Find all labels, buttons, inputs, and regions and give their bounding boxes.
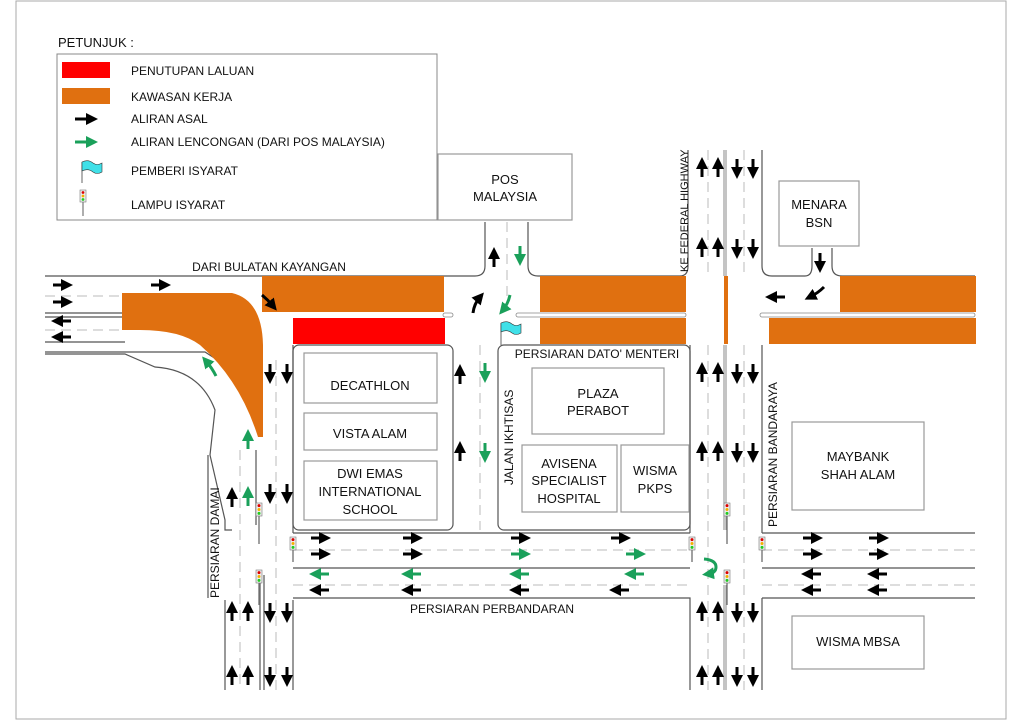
svg-text:DECATHLON: DECATHLON <box>330 378 409 393</box>
road-labels: DARI BULATAN KAYANGAN KE FEDERAL HIGHWAY… <box>192 149 780 616</box>
svg-text:MENARA: MENARA <box>791 197 847 212</box>
building-avisena: AVISENA SPECIALIST HOSPITAL <box>521 444 618 513</box>
work-zone <box>840 276 976 312</box>
flow-arrows <box>51 157 889 687</box>
traffic-light-icon <box>289 536 297 562</box>
svg-text:DWI EMAS: DWI EMAS <box>337 466 403 481</box>
svg-text:MAYBANK: MAYBANK <box>827 449 890 464</box>
buildings: POS MALAYSIA MENARA BSN DECATHLON VISTA … <box>292 153 925 670</box>
svg-text:WISMA: WISMA <box>633 463 677 478</box>
turn-arrow-icon <box>471 292 484 314</box>
legend-label: PEMBERI ISYARAT <box>131 164 239 178</box>
legend-label: KAWASAN KERJA <box>131 90 232 104</box>
svg-text:VISTA ALAM: VISTA ALAM <box>333 426 407 441</box>
road-label-bulatan-kayangan: DARI BULATAN KAYANGAN <box>192 260 346 274</box>
turn-arrow-icon <box>202 356 218 377</box>
legend-label: ALIRAN ASAL <box>131 112 208 126</box>
building-vista-alam: VISTA ALAM <box>303 412 438 451</box>
flag-icon <box>500 321 522 345</box>
page-border <box>15 0 1007 720</box>
building-decathlon: DECATHLON <box>303 352 438 404</box>
work-zone <box>122 293 263 437</box>
building-menara-bsn: MENARA BSN <box>778 180 860 247</box>
work-zone <box>540 318 686 344</box>
traffic-light-icon <box>758 536 766 562</box>
road-label-persiaran-perbandaran: PERSIARAN PERBANDARAN <box>410 602 574 616</box>
work-zone <box>540 276 686 312</box>
road-network <box>45 150 976 690</box>
building-wisma-pkps: WISMA PKPS <box>620 444 690 513</box>
u-turn-arrow-icon <box>702 557 718 580</box>
svg-text:SPECIALIST: SPECIALIST <box>531 473 606 488</box>
road-label-persiaran-bandaraya: PERSIARAN BANDARAYA <box>766 382 780 527</box>
road-label-persiaran-damai: PERSIARAN DAMAI <box>208 487 222 598</box>
svg-text:SHAH ALAM: SHAH ALAM <box>821 467 895 482</box>
svg-text:INTERNATIONAL: INTERNATIONAL <box>318 484 421 499</box>
work-zones <box>122 276 976 437</box>
legend-work-swatch <box>62 88 110 104</box>
work-zone <box>724 276 728 344</box>
building-pos-malaysia: POS MALAYSIA <box>437 153 573 221</box>
road-label-federal-highway: KE FEDERAL HIGHWAY <box>679 149 691 272</box>
legend-closure-swatch <box>62 62 110 78</box>
legend-label: PENUTUPAN LALUAN <box>131 64 254 78</box>
work-zone <box>262 276 444 312</box>
traffic-light-icon <box>723 569 731 605</box>
svg-text:BSN: BSN <box>806 215 833 230</box>
traffic-light-icon <box>79 189 87 216</box>
traffic-light-icon <box>688 536 696 562</box>
road-closure <box>293 318 445 344</box>
svg-text:SCHOOL: SCHOOL <box>343 502 398 517</box>
turn-arrow-icon <box>499 294 512 315</box>
building-maybank: MAYBANK SHAH ALAM <box>791 421 925 511</box>
svg-text:AVISENA: AVISENA <box>541 456 597 471</box>
traffic-lights <box>255 502 766 605</box>
work-zone <box>769 318 976 344</box>
flag-icon <box>81 160 103 183</box>
svg-text:PLAZA: PLAZA <box>577 386 619 401</box>
road-label-jalan-ikhtisas: JALAN IKHTISAS <box>502 390 516 485</box>
traffic-light-icon <box>723 502 731 544</box>
traffic-light-icon <box>255 502 263 544</box>
svg-text:WISMA MBSA: WISMA MBSA <box>816 634 900 649</box>
legend: PETUNJUK : PENUTUPAN LALUAN KAWASAN KERJ… <box>56 35 438 221</box>
traffic-light-icon <box>255 569 263 605</box>
road-label-dato-menteri: PERSIARAN DATO' MENTERI <box>515 347 680 361</box>
legend-box <box>56 53 438 221</box>
svg-text:POS: POS <box>491 172 519 187</box>
legend-label: LAMPU ISYARAT <box>131 198 226 212</box>
svg-text:HOSPITAL: HOSPITAL <box>537 491 600 506</box>
building-wisma-mbsa: WISMA MBSA <box>791 615 925 670</box>
building-dwi-emas: DWI EMAS INTERNATIONAL SCHOOL <box>303 460 438 521</box>
svg-text:MALAYSIA: MALAYSIA <box>473 189 537 204</box>
svg-text:PERABOT: PERABOT <box>567 403 629 418</box>
building-plaza-perabot: PLAZA PERABOT <box>531 367 665 435</box>
legend-label: ALIRAN LENCONGAN (DARI POS MALAYSIA) <box>131 135 385 149</box>
svg-text:PKPS: PKPS <box>638 481 673 496</box>
legend-title: PETUNJUK : <box>58 35 134 50</box>
turn-arrow-icon <box>261 293 277 311</box>
turn-arrow-icon <box>804 285 826 300</box>
